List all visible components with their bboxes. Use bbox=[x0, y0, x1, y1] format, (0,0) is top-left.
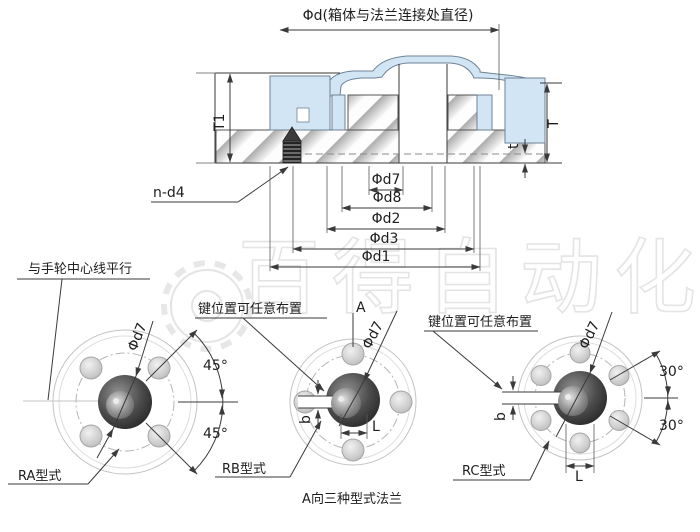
flange-view-rb: b L A Φd7 键位置可任意布置 RB型式 bbox=[195, 300, 417, 478]
stud-bolt bbox=[282, 126, 302, 164]
dim-n-d4-label: n-d4 bbox=[153, 185, 185, 201]
bolt-hole bbox=[389, 390, 413, 414]
section-view bbox=[214, 55, 562, 164]
rc-l-label: L bbox=[575, 469, 583, 485]
bolt-hole bbox=[530, 365, 552, 386]
bolt-hole bbox=[530, 410, 552, 431]
bolt-hole bbox=[79, 424, 103, 448]
flange-body-section bbox=[215, 129, 546, 164]
dim-t-label: T bbox=[546, 119, 562, 129]
rb-a-marker: A bbox=[356, 300, 366, 316]
bolt-hole bbox=[569, 432, 591, 454]
rb-type-label: RB型式 bbox=[222, 462, 266, 477]
rb-key-note: 键位置可任意布置 bbox=[198, 301, 302, 317]
flange-view-rc: b L Φd7 30° 30° 键位置可任意布置 RC型式 bbox=[424, 311, 684, 485]
rc-type-label: RC型式 bbox=[462, 464, 505, 479]
bolt-hole bbox=[608, 365, 630, 386]
dim-phi-d7-label: Φd7 bbox=[372, 172, 401, 188]
ra-parallel-note: 与手轮中心线平行 bbox=[28, 262, 132, 277]
rb-b-label: b bbox=[298, 415, 314, 424]
shaft-end bbox=[331, 388, 361, 418]
watermark-text: 百得自动化 bbox=[238, 231, 700, 326]
ra-phi-d7-label: Φd7 bbox=[125, 321, 151, 354]
rc-b-label: b bbox=[493, 412, 509, 421]
shaft-end bbox=[106, 391, 134, 419]
bolt-hole bbox=[569, 342, 591, 364]
rb-l-label: L bbox=[372, 419, 380, 435]
ra-angle-upper: 45° bbox=[203, 358, 228, 374]
rc-key-note: 键位置可任意布置 bbox=[428, 314, 532, 330]
dim-t1-label: T1 bbox=[212, 114, 228, 132]
section-dimensions: Φd(箱体与法兰连接处直径) T1 T t n-d4 Φd7 Φd8 bbox=[151, 7, 562, 271]
caption: A向三种型式法兰 bbox=[302, 491, 402, 507]
flange-view-ra: Φd7 45° 45° 与手轮中心线平行 RA型式 bbox=[8, 262, 238, 485]
dim-t-small-label: t bbox=[506, 143, 522, 149]
dim-phi-d2-label: Φd2 bbox=[372, 211, 401, 227]
dim-phi-d3-label: Φd3 bbox=[370, 231, 399, 247]
dim-phi-d1-label: Φd1 bbox=[362, 249, 391, 265]
bolt-hole bbox=[79, 356, 103, 380]
housing-right-block bbox=[504, 77, 546, 144]
shaft-end bbox=[558, 386, 588, 416]
shaft-bore bbox=[399, 74, 447, 163]
ra-type-label: RA型式 bbox=[18, 469, 61, 484]
dim-phi-d8-label: Φd8 bbox=[373, 190, 402, 206]
bolt-hole bbox=[341, 438, 365, 462]
ra-angle-lower: 45° bbox=[203, 426, 228, 442]
bolt-hole bbox=[608, 410, 630, 431]
dim-phi-d-label: Φd(箱体与法兰连接处直径) bbox=[303, 7, 474, 24]
rc-angle-upper: 30° bbox=[659, 364, 684, 380]
rc-angle-lower: 30° bbox=[659, 418, 684, 434]
